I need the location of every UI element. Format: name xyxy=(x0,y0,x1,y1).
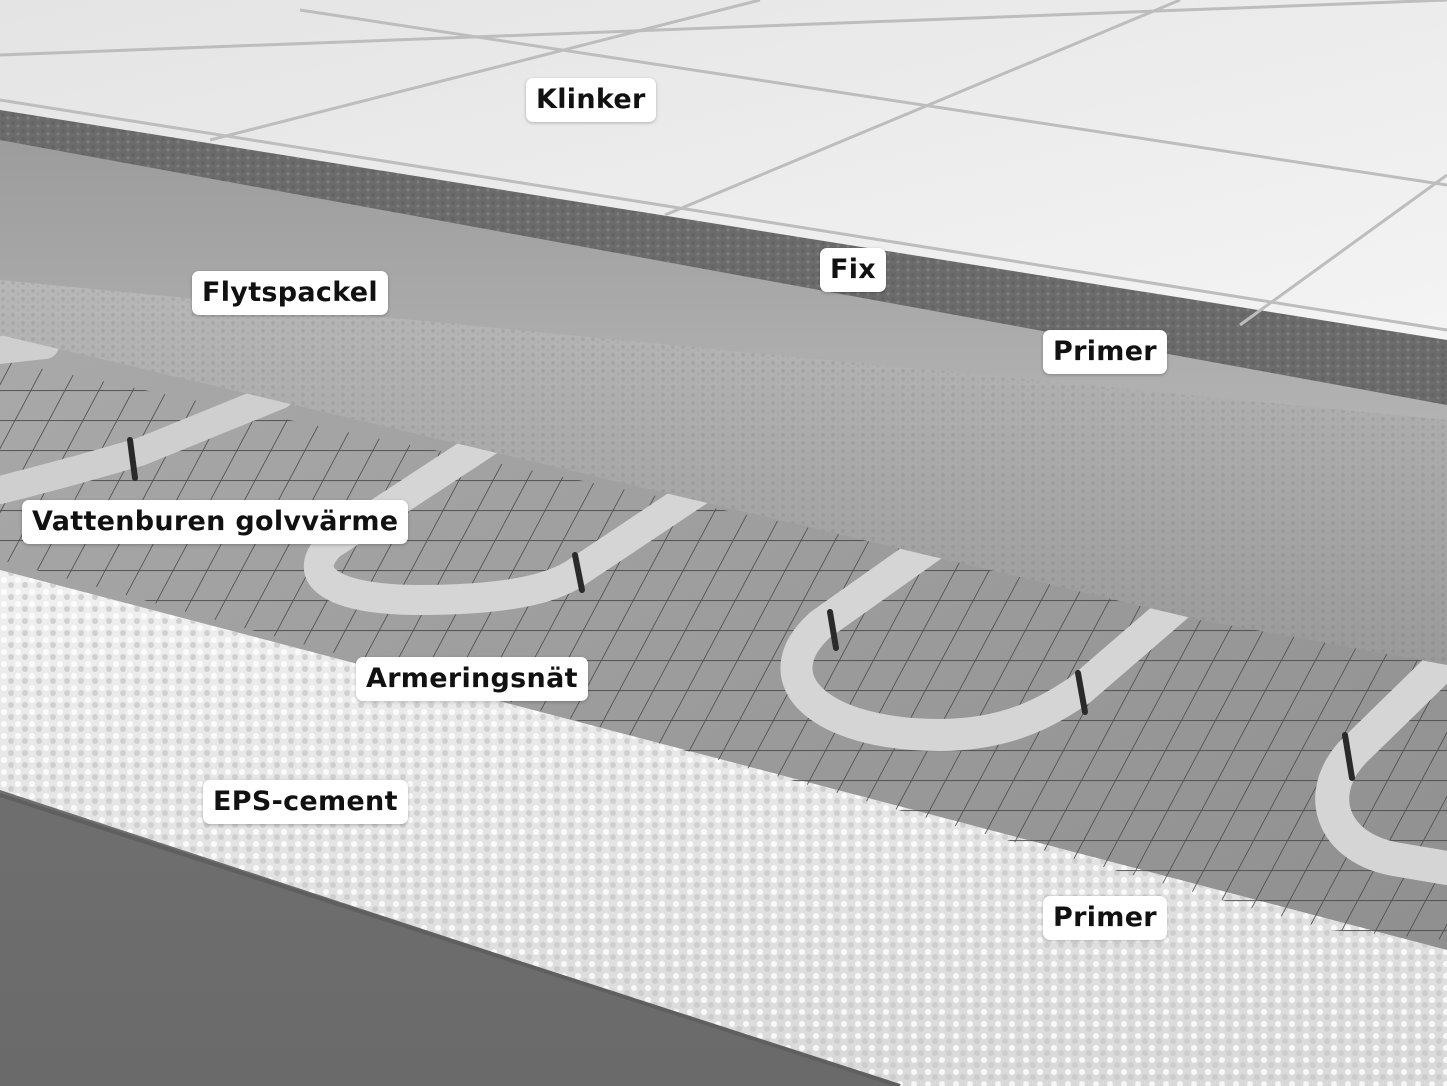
floor-heating-pipes xyxy=(0,331,1447,885)
label-golvvarme: Vattenburen golvvärme xyxy=(22,500,409,544)
label-fix: Fix xyxy=(820,248,887,292)
tiles-surface xyxy=(0,0,1447,340)
label-eps-cement: EPS-cement xyxy=(203,780,408,824)
label-primer-upper: Primer xyxy=(1043,330,1167,374)
label-flytspackel: Flytspackel xyxy=(192,271,388,315)
label-primer-lower: Primer xyxy=(1043,896,1167,940)
tile-joints xyxy=(0,0,1447,332)
label-armeringsnat: Armeringsnät xyxy=(356,657,588,701)
label-klinker: Klinker xyxy=(526,78,656,122)
